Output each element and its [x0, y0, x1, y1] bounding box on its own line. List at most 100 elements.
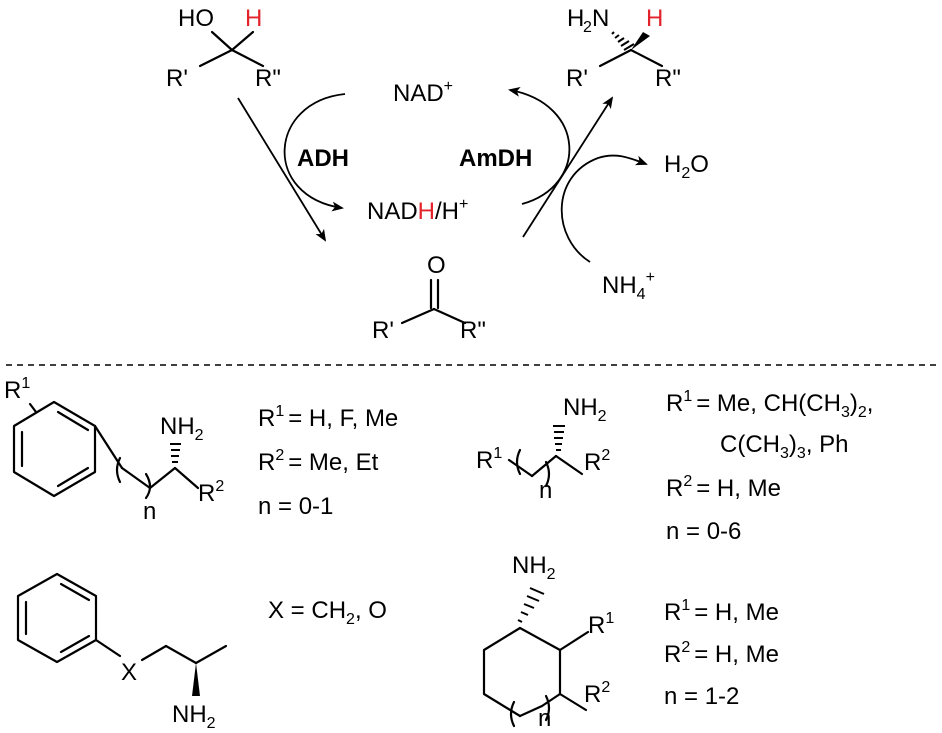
bond: [94, 638, 122, 658]
amdh-amination-arrow: [522, 96, 614, 238]
bond: [198, 48, 234, 68]
bond: [93, 424, 124, 470]
amine-2-label: 2: [583, 19, 592, 36]
s1-nh2-label: NH2: [160, 413, 204, 444]
s2-nh2-label: NH2: [563, 394, 607, 425]
hashed-bond: [611, 31, 635, 51]
nh4-water-arrow: [560, 154, 648, 263]
adh-cofactor-arrow: [283, 93, 346, 212]
bond: [140, 644, 168, 662]
bracket: [115, 456, 122, 484]
bond: [28, 402, 38, 414]
adh-enzyme-label: ADH: [297, 145, 349, 172]
s2-cond-n: n = 0-6: [666, 518, 741, 545]
bond: [210, 30, 234, 52]
bond: [432, 307, 467, 325]
substrate-cycloalkylamine: NH2 n R1 R2 R1= H, Me R2= H, Me: [482, 552, 779, 732]
bracket: [509, 700, 516, 728]
s4-r2-label: R2: [584, 679, 610, 708]
s4-nh2-label: NH2: [512, 552, 556, 583]
ketone-o-label: O: [427, 252, 446, 279]
bond: [518, 704, 544, 718]
nad-plus-label: NAD+: [393, 78, 453, 107]
bond: [230, 30, 255, 52]
bracket: [515, 448, 522, 476]
s2-cond-r1-line1: R1= Me, CH(CH3)2,: [666, 388, 873, 421]
benzene-ring: [16, 572, 98, 664]
s4-n-label: n: [538, 705, 551, 732]
s3-cond: X = CH2, O: [268, 597, 387, 628]
s1-r2-label: R2: [198, 478, 224, 507]
s1-n-label: n: [143, 498, 156, 525]
bond: [148, 466, 177, 490]
amine-h-label: H: [567, 5, 584, 32]
bond: [194, 644, 228, 665]
s1-cond-r1: R1= H, F, Me: [258, 403, 398, 432]
bracket: [544, 694, 551, 722]
bond: [164, 644, 198, 665]
benzene-ring: [12, 400, 97, 498]
s2-cond-r2: R2= H, Me: [666, 473, 781, 502]
bond: [59, 634, 91, 654]
substrate-aliphatic-amine: NH2 R1 n R2 R1= Me, CH(CH3)2, C(CH3)3, P…: [476, 388, 873, 545]
s2-cond-r1-line2: C(CH3)3, Ph: [720, 431, 849, 462]
wedge-bond: [631, 32, 650, 50]
amdh-enzyme-label: AmDH: [459, 145, 532, 172]
bond: [400, 307, 436, 325]
bracket: [144, 472, 152, 500]
alcohol-h-label: H: [245, 5, 262, 32]
s1-cond-n: n = 0-1: [258, 493, 333, 520]
alcohol-r2-label: R": [255, 65, 281, 92]
s4-cond-r2: R2= H, Me: [664, 639, 779, 668]
bond: [554, 454, 584, 476]
alcohol-r1-label: R': [166, 65, 188, 92]
ketone-r2-label: R": [460, 317, 486, 344]
ammonium-label: NH4+: [602, 269, 655, 303]
bond: [507, 458, 534, 478]
ring-bonds: [482, 626, 522, 718]
s4-cond-r1: R1= H, Me: [664, 597, 779, 626]
bond: [558, 692, 588, 712]
wedge-bond: [192, 663, 200, 696]
s1-cond-r2: R2= Me, Et: [258, 447, 379, 476]
amine-n-label: N: [592, 5, 609, 32]
s4-r1-label: R1: [588, 610, 614, 639]
substrate-aryl-x-propylamine: X NH2 X = CH2, O: [16, 572, 387, 732]
s2-r1-label: R1: [476, 445, 502, 474]
bond: [173, 466, 200, 490]
ketone-intermediate: O R' R": [372, 252, 486, 344]
s1-r1-label: R1: [4, 375, 30, 404]
bond: [120, 466, 152, 490]
alcohol-oh-label: HO: [178, 5, 214, 32]
bond: [230, 48, 265, 68]
s2-r2-label: R2: [584, 447, 610, 476]
s2-n-label: n: [539, 477, 552, 504]
bond: [598, 48, 633, 68]
bond: [540, 692, 562, 708]
amdh-cofactor-arrow: [508, 86, 571, 205]
adh-oxidation-arrow: [237, 97, 327, 242]
hashed-bond: [170, 443, 181, 463]
bond: [558, 630, 590, 652]
bond: [629, 48, 664, 68]
bond: [56, 466, 90, 488]
bond: [530, 454, 558, 478]
water-label: H2O: [664, 151, 709, 182]
hashed-bond: [553, 425, 565, 451]
s3-x-label: X: [121, 659, 137, 686]
amine-r1-label: R': [566, 65, 588, 92]
amine-r2-label: R": [655, 65, 681, 92]
s4-cond-n: n = 1-2: [664, 683, 739, 710]
amine-product: H 2 N H R' R": [566, 5, 681, 92]
alcohol-substrate: HO H R' R": [166, 5, 281, 92]
bond: [56, 410, 90, 432]
s3-nh2-label: NH2: [172, 701, 216, 732]
hashed-bond: [517, 587, 545, 623]
ketone-r1-label: R': [372, 317, 394, 344]
nadh-label: NADH/H+: [367, 196, 468, 225]
amine-stereo-h-label: H: [646, 5, 663, 32]
bond: [59, 582, 91, 602]
substrate-aryl-alkylamine: R1 n NH2 R2 R1= H, F, Me R2= Me, Et: [4, 375, 398, 525]
bond: [518, 626, 562, 652]
